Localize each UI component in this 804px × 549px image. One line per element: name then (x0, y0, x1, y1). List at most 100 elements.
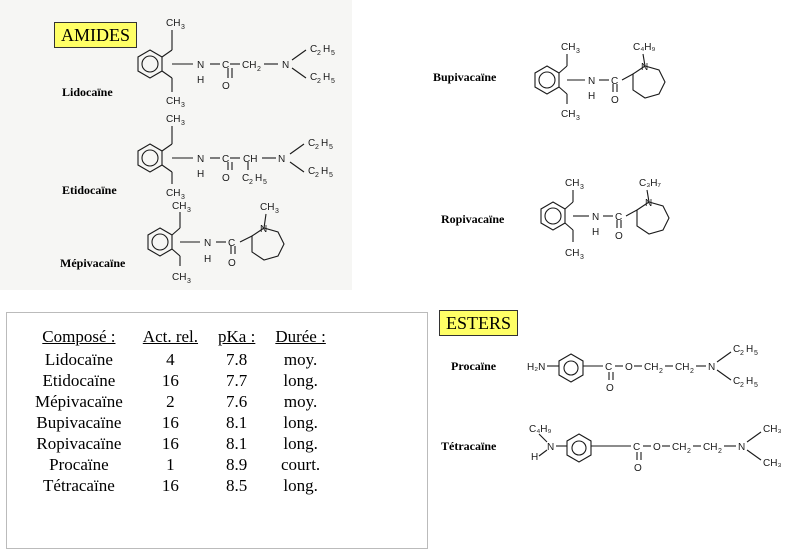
svg-text:2: 2 (687, 448, 691, 455)
svg-text:C₃H₇: C₃H₇ (639, 178, 662, 189)
svg-text:5: 5 (331, 78, 335, 85)
procaine-label: Procaïne (451, 359, 497, 373)
header-duree: Durée : (275, 327, 326, 346)
svg-text:C: C (310, 72, 317, 83)
svg-text:5: 5 (754, 350, 758, 357)
svg-text:CH: CH (565, 248, 579, 259)
svg-text:N: N (197, 60, 204, 71)
svg-text:3: 3 (580, 254, 584, 261)
svg-text:N: N (197, 154, 204, 165)
table-header-row: Composé : Act. rel. pKa : Durée : (25, 327, 336, 349)
bupivacaine-structure: CH 3 CH 3 N H C O N C₄H₉ (534, 42, 666, 122)
svg-text:H: H (321, 138, 328, 149)
esters-tag: ESTERS (439, 310, 519, 336)
svg-text:CH: CH (672, 442, 686, 453)
svg-text:H: H (323, 72, 330, 83)
svg-text:CH: CH (242, 60, 256, 71)
svg-text:2: 2 (315, 144, 319, 151)
svg-text:C: C (222, 154, 229, 165)
svg-text:C: C (733, 376, 740, 387)
svg-text:N: N (547, 442, 554, 453)
svg-text:3: 3 (576, 115, 580, 122)
svg-text:H: H (197, 169, 204, 180)
amides-tag: AMIDES (54, 22, 138, 48)
svg-text:O: O (222, 173, 230, 184)
lidocaine-label: Lidocaïne (62, 85, 113, 99)
svg-text:O: O (611, 95, 619, 106)
svg-text:CH₃: CH₃ (763, 458, 782, 469)
svg-text:2: 2 (690, 368, 694, 375)
svg-text:N: N (588, 76, 595, 87)
svg-text:H: H (321, 166, 328, 177)
svg-text:2: 2 (740, 350, 744, 357)
amides-panel: AMIDES Lidocaïne Etidocaïne Mépivacaïne … (0, 0, 352, 290)
etidocaine-label: Etidocaïne (62, 183, 117, 197)
svg-text:H: H (323, 44, 330, 55)
svg-text:C: C (308, 166, 315, 177)
svg-text:N: N (592, 212, 599, 223)
svg-text:2: 2 (718, 448, 722, 455)
mepivacaine-structure: CH 3 CH 3 N H C O N CH 3 (147, 201, 285, 285)
svg-text:5: 5 (331, 50, 335, 57)
svg-text:C: C (228, 238, 235, 249)
svg-text:CH: CH (675, 362, 689, 373)
svg-text:O: O (653, 442, 661, 453)
svg-text:N: N (708, 362, 715, 373)
svg-text:3: 3 (187, 207, 191, 214)
svg-text:CH: CH (166, 96, 180, 107)
svg-text:O: O (625, 362, 633, 373)
svg-text:3: 3 (181, 194, 185, 201)
svg-text:H: H (197, 75, 204, 86)
svg-text:N: N (278, 154, 285, 165)
svg-text:N: N (645, 198, 652, 209)
etidocaine-structure: CH 3 CH 3 N H C O CH N C 2 H 5 C 2 H 5 C… (137, 114, 333, 201)
svg-text:C: C (605, 362, 612, 373)
svg-text:2: 2 (659, 368, 663, 375)
svg-text:C: C (222, 60, 229, 71)
ch3-label: CH (166, 18, 180, 29)
tetracaine-structure: C₄H₉ H N C O O CH 2 CH 2 N CH₃ (529, 424, 782, 474)
header-compose: Composé : (42, 327, 116, 346)
svg-text:CH: CH (172, 201, 186, 212)
svg-text:H: H (746, 344, 753, 355)
header-pka: pKa : (218, 327, 256, 346)
bupivacaine-label: Bupivacaïne (433, 70, 497, 84)
svg-text:CH: CH (172, 272, 186, 283)
svg-text:CH: CH (644, 362, 658, 373)
svg-text:H: H (592, 227, 599, 238)
svg-text:C: C (310, 44, 317, 55)
svg-text:CH: CH (561, 109, 575, 120)
svg-text:N: N (282, 60, 289, 71)
svg-text:H₂N: H₂N (527, 362, 545, 373)
svg-text:H: H (255, 173, 262, 184)
svg-text:N: N (260, 224, 267, 235)
procaine-structure: H₂N C O O CH 2 CH 2 N C 2 H 5 C (527, 344, 758, 394)
svg-text:3: 3 (275, 208, 279, 215)
svg-text:3: 3 (181, 120, 185, 127)
esters-structures: H₂N C O O CH 2 CH 2 N C 2 H 5 C (527, 344, 782, 474)
svg-text:N: N (641, 62, 648, 73)
ropivacaine-structure: CH 3 CH 3 N H C O N C₃H₇ (540, 178, 670, 261)
svg-text:3: 3 (181, 102, 185, 109)
svg-text:2: 2 (249, 179, 253, 186)
svg-text:O: O (228, 258, 236, 269)
svg-text:C: C (733, 344, 740, 355)
comparison-table: Composé : Act. rel. pKa : Durée : Lidoca… (25, 327, 336, 496)
svg-text:C: C (615, 212, 622, 223)
mepivacaine-label: Mépivacaïne (60, 256, 126, 270)
long-amides-panel: Bupivacaïne Ropivacaïne CH 3 CH 3 N H C … (425, 20, 795, 280)
svg-text:2: 2 (740, 382, 744, 389)
svg-text:O: O (615, 231, 623, 242)
amides-structures: CH 3 CH 3 N H C O CH 2 N C 2 H 5 C 2 H 5 (137, 18, 335, 285)
svg-text:CH: CH (166, 188, 180, 199)
long-amides-structures: CH 3 CH 3 N H C O N C₄H₉ CH (534, 42, 670, 261)
svg-text:O: O (606, 383, 614, 394)
svg-text:CH: CH (243, 154, 257, 165)
svg-text:3: 3 (576, 48, 580, 55)
svg-text:5: 5 (263, 179, 267, 186)
svg-text:C: C (308, 138, 315, 149)
